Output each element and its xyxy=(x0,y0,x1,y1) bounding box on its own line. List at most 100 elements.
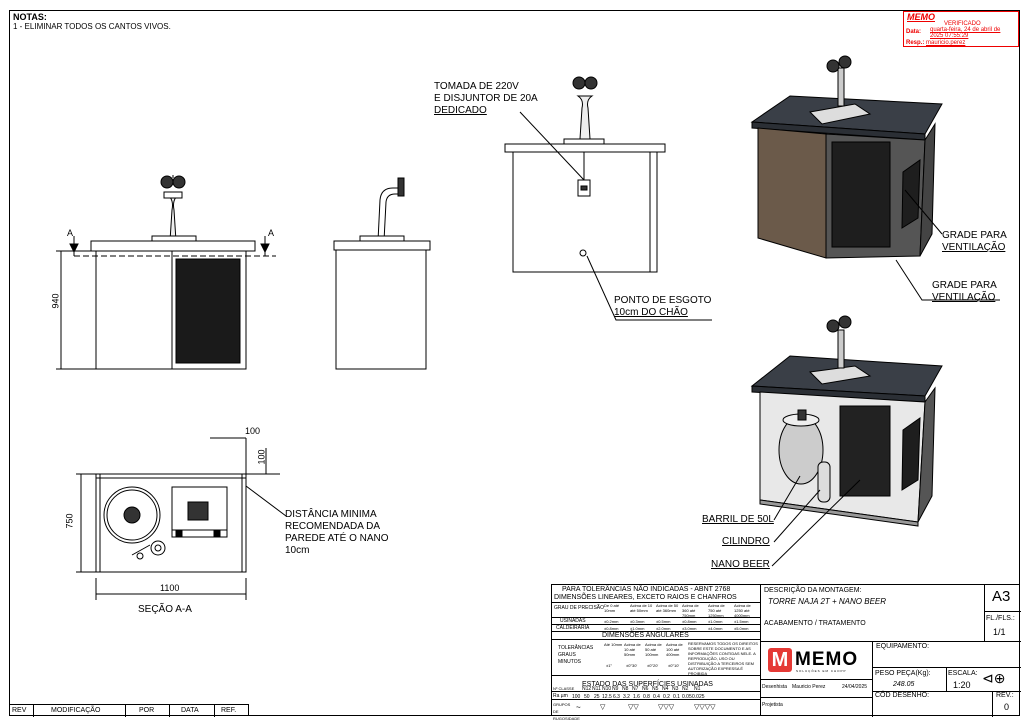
n-class: N1 xyxy=(694,686,701,692)
tol-caldeiraria-cell: ±4.0mm xyxy=(708,626,723,631)
tol-caldeiraria-cell: ±2.0mm xyxy=(656,626,671,631)
tol-usinada-cell: ±0.3mm xyxy=(630,619,645,624)
surface-symbol: ▽▽▽▽ xyxy=(694,704,716,711)
drain-line-1: PONTO DE ESGOTO xyxy=(614,295,712,306)
height-dim-text: 940 xyxy=(50,293,61,309)
ra-value: 0.8 xyxy=(643,694,650,700)
iso-view-closed xyxy=(750,55,1000,301)
tol-angular-value: ±0°30' xyxy=(626,663,638,668)
ra-value: 0.2 xyxy=(663,694,670,700)
barril-callout: BARRIL DE 50L xyxy=(702,514,774,525)
n-class: N6 xyxy=(642,686,649,692)
fl-value: 1/1 xyxy=(993,627,1006,637)
grade1-line-2: VENTILAÇÃO xyxy=(942,242,1006,253)
n-class: N10 xyxy=(602,686,612,692)
rev-value: 0 xyxy=(1004,702,1010,712)
ra-value: 12.5 xyxy=(602,694,612,700)
notes-line: 1 - ELIMINAR TODOS OS CANTOS VIVOS. xyxy=(13,22,171,31)
tol-caldeiraria-cell: ±5.0mm xyxy=(734,626,749,631)
desc-label: DESCRIÇÃO DA MONTAGEM: xyxy=(764,587,862,594)
tol-caldeiraria-label: CALDEIRARIA xyxy=(556,625,590,631)
power-line-1: TOMADA DE 220V xyxy=(434,81,519,92)
ra-value: 0.025 xyxy=(692,694,705,700)
tol-angular-header: DIMENSÕES ANGULARES xyxy=(602,632,689,639)
tol-grid: De 0 até 10mm Acima de 10 até 50mm Acima… xyxy=(602,602,760,632)
tol-range-cell: Acima de 50 até 360mm xyxy=(656,603,679,613)
tol-angular-range: Até 10mm xyxy=(604,642,623,647)
ra-value: 100 xyxy=(572,694,581,700)
ref-col: REF. xyxy=(221,707,237,714)
tol-caldeiraria-cell: ±3.0mm xyxy=(682,626,697,631)
front-view xyxy=(74,175,276,370)
n-class: N11 xyxy=(592,686,601,692)
tol-angular-label: TOLERÂNCIAS GRAUS MINUTOS xyxy=(558,645,594,665)
fl-label: FL./FLS.: xyxy=(986,615,1015,622)
tol-caldeiraria-cell: ±0.8mm xyxy=(604,626,619,631)
cilindro-callout: CILINDRO xyxy=(722,536,770,547)
surface-grid: N12 N11 N10 N9 N8 N7 N6 N5 N4 N3 N2 N1 1… xyxy=(570,683,760,716)
ra-value: 25 xyxy=(594,694,600,700)
tol-angular-range: Acima de 10 até 50mm xyxy=(624,642,641,657)
nano-callout: NANO BEER xyxy=(711,559,770,570)
tol-usinada-cell: ±0.5mm xyxy=(656,619,671,624)
desenhista-value: Mauricio Perez xyxy=(792,684,826,690)
drain-callout: PONTO DE ESGOTO 10cm DO CHÃO xyxy=(614,295,711,319)
installation-view xyxy=(504,76,712,321)
stamp-date-label: Data: xyxy=(906,29,922,35)
tol-angular-value: ±0°20' xyxy=(647,663,659,668)
memo-logo-sub: SOLUÇÕES EM CHOPP xyxy=(796,669,847,673)
tol-usinada-cell: ±0.8mm xyxy=(682,619,697,624)
grade-callout-2: GRADE PARA VENTILAÇÃO xyxy=(932,280,997,304)
grade2-line-1: GRADE PARA xyxy=(932,280,997,291)
section-view xyxy=(76,437,287,600)
stamp-resp-value: mauricio.perez xyxy=(926,40,966,46)
tol-angular-value: ±1° xyxy=(606,663,613,668)
title-block: PARA TOLERÂNCIAS NÃO INDICADAS - ABNT 27… xyxy=(551,584,1021,721)
tol-usinada-cell: ±0.2mm xyxy=(604,619,619,624)
section-arrows xyxy=(69,236,270,256)
grade2-line-2: VENTILAÇÃO xyxy=(932,292,996,303)
rev-col: REV xyxy=(12,707,27,714)
n-class: N12 xyxy=(582,686,592,692)
memo-logo-text: MEMO xyxy=(795,649,859,670)
escala-label: ESCALA: xyxy=(948,670,978,677)
format-value: A3 xyxy=(992,588,1011,605)
tol-n-label: Nº CLASSE xyxy=(553,686,575,691)
surface-symbol: ▽▽▽ xyxy=(658,704,675,711)
tol-header-1: PARA TOLERÂNCIAS NÃO INDICADAS - ABNT 27… xyxy=(562,586,731,593)
projection-icon: ⊲⊕ xyxy=(982,670,1006,686)
data-col: DATA xyxy=(181,707,199,714)
tol-usinada-cell: ±1.0mm xyxy=(708,619,723,624)
ra-value: 50 xyxy=(584,694,590,700)
desc-value: TORRE NAJA 2T + NANO BEER xyxy=(768,597,887,606)
distance-callout: DISTÂNCIA MINIMA RECOMENDADA DA PAREDE A… xyxy=(285,509,389,557)
escala-value: 1:20 xyxy=(953,680,971,690)
por-col: POR xyxy=(139,707,155,714)
distance-line-4: 10cm xyxy=(285,545,310,556)
n-class: N8 xyxy=(622,686,629,692)
section-mark-right: A xyxy=(268,228,275,238)
gap-v-dim-text: 100 xyxy=(256,449,267,465)
grade-callout-1: GRADE PARA VENTILAÇÃO xyxy=(942,230,1007,254)
n-class: N3 xyxy=(672,686,679,692)
equip-label: EQUIPAMENTO: xyxy=(876,643,930,650)
drawing-frame xyxy=(9,10,1020,716)
tol-surface-header: ESTADO DAS SUPERFÍCIES USINADAS xyxy=(582,681,713,688)
ra-value: 6.3 xyxy=(613,694,620,700)
ra-value: 3.2 xyxy=(623,694,630,700)
power-callout: TOMADA DE 220V E DISJUNTOR DE 20A DEDICA… xyxy=(434,81,538,117)
n-class: N7 xyxy=(632,686,639,692)
stamp-date-value: quarta-feira, 24 de abril de 2025 07:55:… xyxy=(930,27,1001,39)
modificacao-col: MODIFICAÇÃO xyxy=(51,707,101,714)
tol-angular-range: Acima de 100 até 400mm xyxy=(666,642,683,657)
width-dim-text: 1100 xyxy=(160,583,180,593)
tolerance-block: PARA TOLERÂNCIAS NÃO INDICADAS - ABNT 27… xyxy=(552,585,761,721)
peso-value: 248.05 xyxy=(893,681,915,688)
tol-angular-range: Acima de 50 até 100mm xyxy=(645,642,662,657)
tol-grau: GRAU DE PRECISÃO xyxy=(554,605,605,611)
ra-value: 0.05 xyxy=(682,694,692,700)
height-dimension xyxy=(56,250,96,370)
surface-symbol: ▽▽ xyxy=(628,704,639,711)
acab-label: ACABAMENTO / TRATAMENTO xyxy=(764,620,866,627)
depth-dim-text: 750 xyxy=(64,513,75,529)
